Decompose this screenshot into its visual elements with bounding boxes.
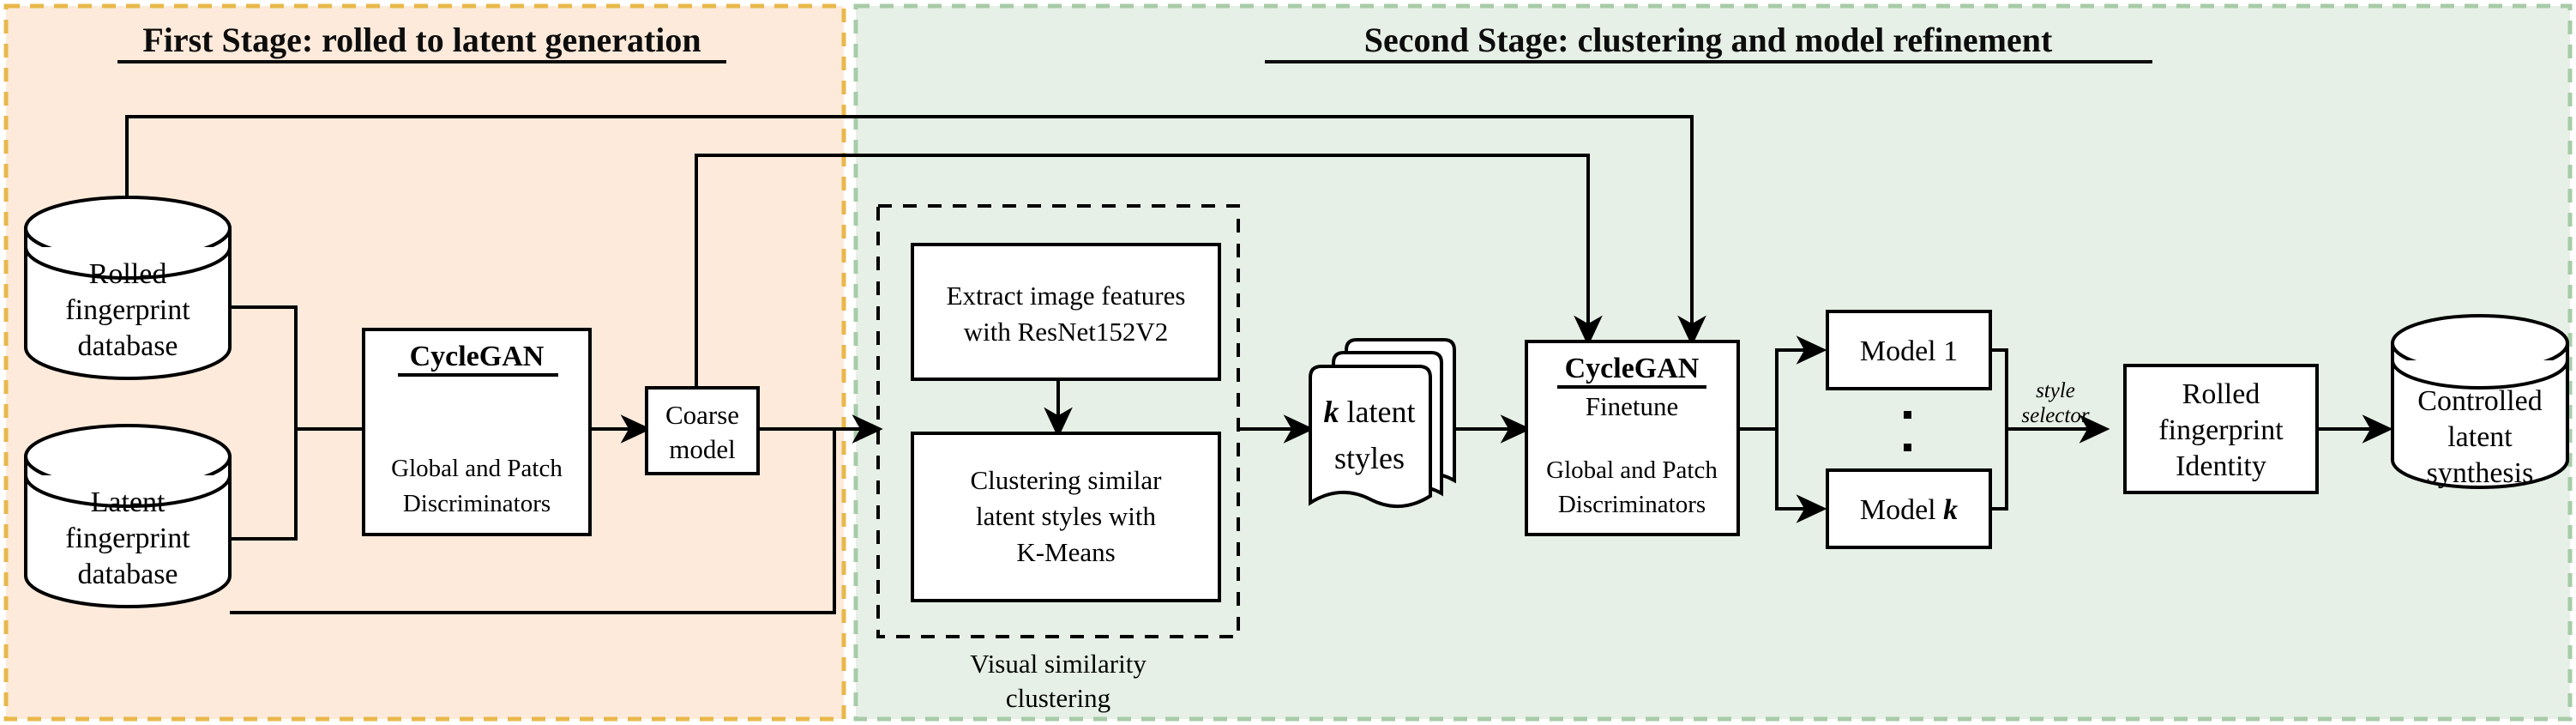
model-k-label-rest: Model: [1860, 494, 1943, 526]
rolled-identity-line-2: fingerprint: [2158, 414, 2284, 446]
latent-styles-line-1: k latent: [1324, 395, 1416, 429]
node-cyclegan[interactable]: CycleGAN Global and Patch Discriminators: [362, 328, 592, 536]
style-selector-line-1: style: [2036, 379, 2075, 402]
rolled-identity-line-3: Identity: [2176, 450, 2266, 482]
node-rolled-fingerprint-database[interactable]: Rolled fingerprint database: [24, 196, 232, 380]
node-cyclegan-finetune[interactable]: CycleGAN Finetune Global and Patch Discr…: [1525, 340, 1740, 536]
edge-finetune-to-models: [1738, 335, 1827, 523]
node-model-k[interactable]: Model k: [1826, 468, 1992, 549]
model-k-label-emph: k: [1943, 494, 1958, 526]
node-rolled-fingerprint-identity[interactable]: Rolled fingerprint Identity: [2123, 364, 2319, 494]
latent-db-line-2: fingerprint: [65, 523, 190, 554]
clustering-line-2: latent styles with: [976, 501, 1157, 531]
extract-features-line-2: with ResNet152V2: [964, 317, 1169, 347]
latent-styles-rest: latent: [1339, 395, 1416, 429]
rolled-db-line-3: database: [77, 330, 178, 362]
edge-models-to-identity: [1990, 348, 2110, 511]
synthesis-line-3: synthesis: [2427, 457, 2534, 489]
cyclegan-finetune-subheading: Finetune: [1586, 391, 1679, 421]
latent-db-line-3: database: [77, 559, 178, 590]
edge-latent-db-to-cluster-group: [230, 414, 883, 614]
node-coarse-model[interactable]: Coarse model: [645, 386, 760, 475]
style-selector-line-2: selector: [2021, 404, 2089, 427]
models-ellipsis: [1904, 411, 1911, 451]
rolled-db-line-2: fingerprint: [65, 294, 190, 326]
clustering-line-1: Clustering similar: [970, 465, 1162, 495]
rolled-db-line-1: Rolled: [89, 258, 167, 290]
edge-latent-db-to-cyclegan: [230, 429, 298, 541]
coarse-model-line-1: Coarse: [665, 400, 739, 430]
latent-styles-line-2: styles: [1334, 441, 1405, 475]
stage2-title: Second Stage: clustering and model refin…: [1265, 21, 2152, 63]
node-model-1[interactable]: Model 1: [1826, 310, 1992, 390]
cyclegan-line-2: Discriminators: [403, 490, 551, 517]
cyclegan-heading: CycleGAN: [410, 341, 545, 372]
rolled-identity-line-1: Rolled: [2182, 378, 2260, 410]
cyclegan-finetune-heading: CycleGAN: [1565, 353, 1700, 384]
edge-rolled-db-to-cyclegan: [230, 305, 298, 429]
edge-coarse-model-to-finetune: [695, 154, 1603, 388]
model-k-label: Model k: [1860, 494, 1958, 526]
edge-rolled-db-to-finetune: [125, 115, 1706, 347]
stage1-title-text: First Stage: rolled to latent generation: [142, 21, 701, 59]
node-extract-image-features[interactable]: Extract image features with ResNet152V2: [911, 243, 1221, 381]
node-k-latent-styles[interactable]: k latent styles: [1309, 338, 1456, 509]
synthesis-line-2: latent: [2447, 421, 2513, 453]
stage2-title-text: Second Stage: clustering and model refin…: [1364, 21, 2053, 59]
latent-styles-k: k: [1324, 395, 1339, 429]
model-1-label: Model 1: [1860, 335, 1958, 367]
stage1-title: First Stage: rolled to latent generation: [117, 21, 726, 63]
clustering-line-3: K-Means: [1016, 537, 1115, 567]
node-controlled-latent-synthesis[interactable]: Controlled latent synthesis: [2391, 314, 2569, 489]
node-clustering-kmeans[interactable]: Clustering similar latent styles with K-…: [911, 432, 1221, 602]
group-visual-similarity-clustering: Visual similarity clustering: [876, 204, 1240, 713]
label-style-selector: style selector: [2021, 379, 2089, 427]
synthesis-line-1: Controlled: [2417, 385, 2542, 417]
node-latent-fingerprint-database[interactable]: Latent fingerprint database: [24, 424, 232, 608]
coarse-model-line-2: model: [669, 434, 736, 464]
cluster-group-caption-line-2: clustering: [1006, 683, 1110, 713]
cyclegan-finetune-line-1: Global and Patch: [1546, 456, 1718, 484]
extract-features-line-1: Extract image features: [947, 281, 1186, 311]
cyclegan-finetune-line-2: Discriminators: [1558, 491, 1706, 518]
latent-db-line-1: Latent: [91, 486, 166, 518]
cyclegan-line-1: Global and Patch: [391, 455, 563, 482]
cluster-group-caption-line-1: Visual similarity: [970, 649, 1147, 679]
